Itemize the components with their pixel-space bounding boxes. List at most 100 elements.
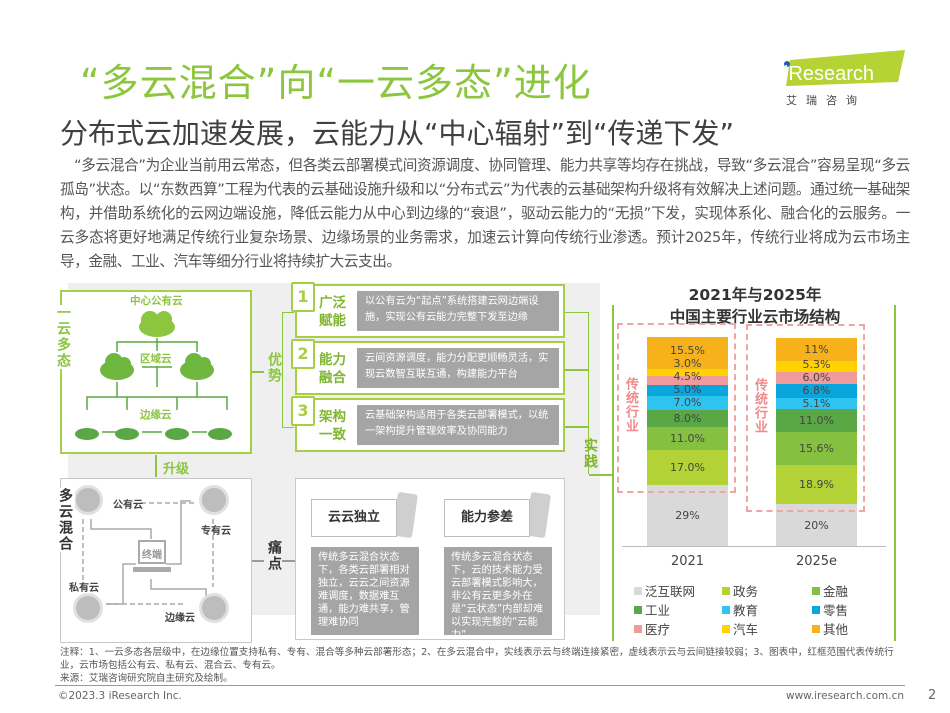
legend-swatch <box>722 624 730 633</box>
pain-card: 云云独立 传统多云混合状态下，各类云部署相对独立，云云之间资源难调度，数据难互通… <box>301 491 421 635</box>
pain-card: 能力参差 传统多云混合状态下，云的技术能力受云部署模式影响大，非公有云更多外在是… <box>434 491 554 641</box>
svg-text:艾瑞咨询: 艾瑞咨询 <box>786 93 866 107</box>
data-label: 15.5% <box>670 344 705 358</box>
legend-label: 工业 <box>645 603 671 618</box>
private-cloud-icon <box>73 593 103 623</box>
multi-cloud-box: 公有云 专有云 私有云 边缘云 终端 <box>60 478 252 643</box>
advantage-item: 3 架构一致 云基础架构适用于各类云部署模式，以统一架构提升管理效率及协同能力 <box>291 396 565 452</box>
legend-swatch <box>634 586 642 595</box>
x-axis <box>622 546 886 547</box>
bar-segment-零售 <box>647 385 728 396</box>
legend-label: 泛互联网 <box>645 584 696 599</box>
website-link[interactable]: www.iresearch.com.cn <box>786 690 905 702</box>
connector <box>252 371 264 373</box>
logo-graphic: iResearch 艾瑞咨询 <box>784 50 905 107</box>
legend-label: 教育 <box>733 603 759 618</box>
edge-cloud-label: 边缘云 <box>140 407 172 422</box>
upgrade-label: 升级 <box>163 462 190 477</box>
one-cloud-label: 一云多态 <box>53 305 73 369</box>
bar-segment-零售 <box>776 384 857 399</box>
bar-segment-金融 <box>647 426 728 450</box>
data-label: 11.0% <box>799 414 834 428</box>
connector <box>282 560 295 562</box>
data-label: 15.6% <box>799 441 834 455</box>
advantage-head: 广泛赋能 <box>319 295 346 329</box>
data-label: 7.0% <box>673 396 702 410</box>
legend-label: 其他 <box>823 622 849 637</box>
public-cloud-icon <box>73 485 103 515</box>
multi-cloud-connections <box>82 500 214 605</box>
bar-segment-教育 <box>647 395 728 411</box>
x-tick-label: 2025e <box>795 554 838 569</box>
pain-title: 能力参差 <box>444 499 530 537</box>
bar-segment-其他 <box>647 337 728 370</box>
legend-label: 医疗 <box>645 622 671 637</box>
advantage-desc: 云间资源调度，能力分配更顺畅灵活，实现云数智互联互通，构建能力平台 <box>357 348 559 388</box>
step-number: 1 <box>291 282 315 312</box>
chart-frame <box>612 305 896 641</box>
terminal-icon <box>138 540 166 564</box>
advantage-desc: 云基础架构适用于各类云部署模式，以统一架构提升管理效率及协同能力 <box>357 405 559 445</box>
bar-segment-工业 <box>776 409 857 433</box>
source-text: 来源：艾瑞咨询研究院自主研究及绘制。 <box>60 673 233 684</box>
data-label: 29% <box>675 509 700 523</box>
legend-swatch <box>812 605 820 614</box>
chart-title: 2021年与2025年中国主要行业云市场结构 <box>625 284 885 328</box>
pain-desc: 传统多云混合状态下，云的技术能力受云部署模式影响大，非公有云更多外在是“云状态”… <box>444 547 552 641</box>
bar-segment-医疗 <box>647 375 728 386</box>
traditional-industry-label: 传统行业 <box>752 377 767 434</box>
legend-item: 泛互联网 <box>634 581 695 600</box>
iresearch-logo: iResearch 艾瑞咨询 <box>780 50 910 110</box>
upgrade-arrow-icon <box>155 455 157 477</box>
cloud-icon <box>139 311 175 337</box>
legend-swatch <box>634 624 642 633</box>
data-label: 4.5% <box>673 370 702 384</box>
traditional-industry-label: 传统行业 <box>623 377 638 433</box>
legend-label: 汽车 <box>733 622 759 637</box>
pain-label: 痛点 <box>266 540 282 572</box>
data-label: 5.3% <box>802 358 831 372</box>
edge-cloud-label-mc: 边缘云 <box>165 613 195 624</box>
terminal-label: 终端 <box>142 550 162 561</box>
advantage-desc: 以公有云为“起点”系统搭建云网边端设施，实现公有云能力完整下发至边缘 <box>357 291 559 331</box>
step-number: 3 <box>291 396 315 426</box>
bar-segment-医疗 <box>776 371 857 385</box>
data-label: 8.0% <box>673 412 702 425</box>
legend-item: 其他 <box>812 619 848 638</box>
connector <box>565 426 589 428</box>
connector <box>565 369 589 371</box>
legend-item: 医疗 <box>634 619 670 638</box>
region-cloud-label: 区域云 <box>140 351 172 366</box>
step-number: 2 <box>291 339 315 369</box>
bar-segment-政务 <box>647 449 728 486</box>
traditional-industry-box <box>746 323 865 513</box>
data-label: 11.0% <box>670 431 705 445</box>
connector <box>589 474 613 476</box>
multi-cloud-label: 多云混合 <box>55 488 75 552</box>
pain-points-box: 云云独立 传统多云混合状态下，各类云部署相对独立，云云之间资源难调度，数据难互通… <box>295 478 565 641</box>
public-cloud-label: 公有云 <box>113 500 143 511</box>
data-label: 5.0% <box>673 383 702 397</box>
pain-desc: 传统多云混合状态下，各类云部署相对独立，云云之间资源难调度，数据难互通，能力难共… <box>311 547 419 635</box>
legend-item: 零售 <box>812 600 848 619</box>
legend-label: 金融 <box>823 584 849 599</box>
practice-bracket <box>565 312 589 474</box>
practice-label: 实践 <box>582 438 598 470</box>
pain-title: 云云独立 <box>311 499 397 537</box>
one-cloud-box: 中心公有云 区域云 边缘云 <box>60 290 252 454</box>
notes: 注释：1、一云多态各层级中，在边缘位置支持私有、专有、混合等多种云部署形态；2、… <box>60 646 905 685</box>
x-tick-label: 2021 <box>670 554 705 569</box>
stacked-bar-chart: 29%17.0%11.0%8.0%7.0%5.0%4.5%3.0%15.5%传统… <box>612 323 896 580</box>
data-label: 20% <box>804 518 829 532</box>
advantage-head: 架构一致 <box>319 409 346 443</box>
edge-cloud-icon <box>199 593 229 623</box>
connector <box>252 560 264 562</box>
page-subtitle: 分布式云加速发展，云能力从“中心辐射”到“传递下发” <box>60 117 735 150</box>
center-public-cloud-label: 中心公有云 <box>130 293 183 308</box>
legend-item: 政务 <box>722 581 758 600</box>
legend-label: 零售 <box>823 603 849 618</box>
traditional-industry-box <box>617 323 736 494</box>
private-cloud-label: 私有云 <box>69 583 99 594</box>
legend-swatch <box>722 605 730 614</box>
advantages-bracket <box>282 312 294 428</box>
